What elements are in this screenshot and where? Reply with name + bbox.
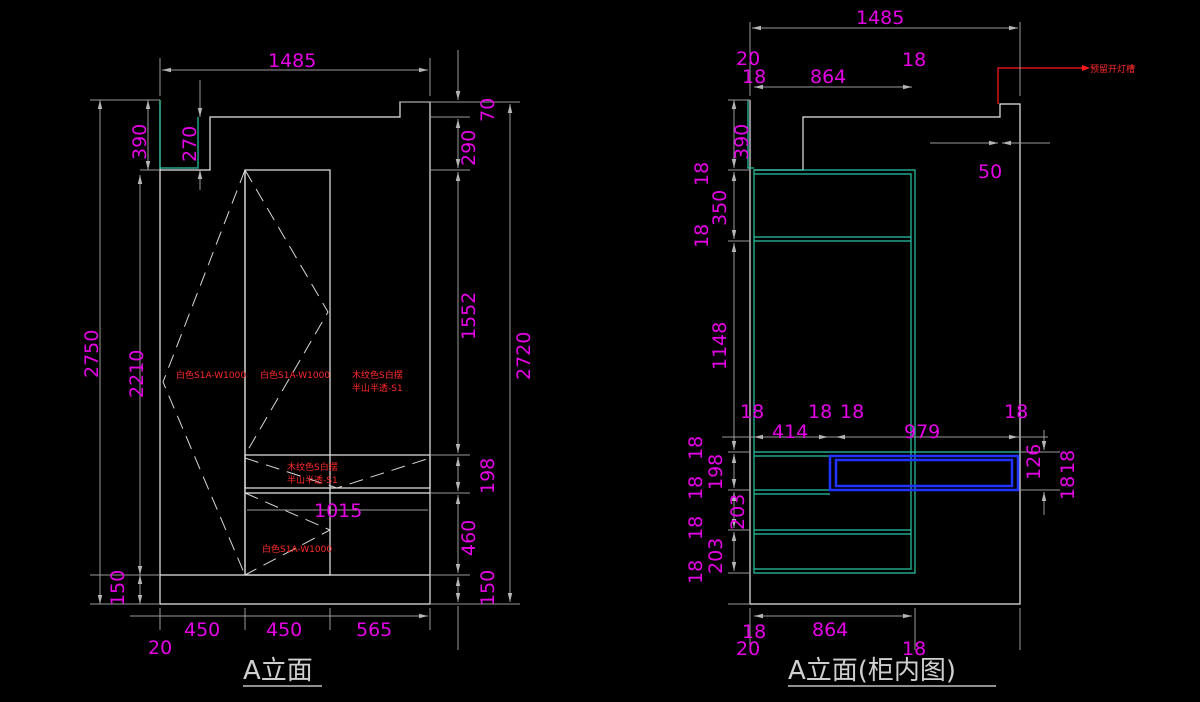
open-label-line2: 半山半透-S1 xyxy=(352,382,403,394)
dim-bottom-450a: 450 xyxy=(184,619,220,641)
dim-right-460: 460 xyxy=(458,520,480,556)
dim-left-2750: 2750 xyxy=(81,330,103,378)
dim-left-150: 150 xyxy=(107,570,129,606)
door-swing-mid xyxy=(244,169,329,456)
dim-r-top-20: 20 xyxy=(736,48,760,70)
right-elevation: 预留开灯槽 50 1485 20 18 864 18 390 18 350 18… xyxy=(685,7,1135,687)
drawer-swing xyxy=(244,492,332,576)
light-slot-note: 预留开灯槽 xyxy=(1090,63,1135,75)
dim-r-bottom-864: 864 xyxy=(812,619,848,641)
dim-r-top-864: 864 xyxy=(810,66,846,88)
door-swing-left xyxy=(162,169,246,576)
dim-gap-50: 50 xyxy=(978,161,1002,183)
open-label-line1: 木纹色S白摆 xyxy=(352,369,403,381)
door3-label: 白色S1A-W1000 xyxy=(262,543,332,555)
dim-mid-18c: 18 xyxy=(840,401,864,423)
dim-top-width: 1485 xyxy=(268,50,316,72)
dim-left-2210: 2210 xyxy=(126,350,148,398)
dim-r-bottom-18b: 18 xyxy=(902,638,926,660)
dim-bottom-20: 20 xyxy=(148,637,172,659)
dim-mid-18a: 18 xyxy=(740,401,764,423)
dim-top-270: 270 xyxy=(179,126,201,162)
dim-right-70: 70 xyxy=(477,98,499,122)
shelf-swing xyxy=(244,457,431,489)
left-top-return xyxy=(159,100,199,169)
shelf-3 xyxy=(754,489,830,495)
dim-bottom-450b: 450 xyxy=(266,619,302,641)
dim-l-198: 198 xyxy=(705,454,727,490)
dim-l-203b: 203 xyxy=(705,538,727,574)
left-elevation: 白色S1A-W1000 白色S1A-W1000 木纹色S白摆 半山半透-S1 木… xyxy=(81,50,535,687)
dim-r-left-18a: 18 xyxy=(691,162,713,186)
dim-r-top-18b: 18 xyxy=(902,49,926,71)
dim-mid-18b: 18 xyxy=(808,401,832,423)
dim-right-198: 198 xyxy=(477,458,499,494)
dim-right-290: 290 xyxy=(458,130,480,166)
shelf-1 xyxy=(754,236,911,242)
dim-r-top-18a: 18 xyxy=(742,66,766,88)
note-leader xyxy=(997,67,1082,104)
interior-carcass xyxy=(753,169,916,574)
right-outline xyxy=(749,100,1021,605)
dim-r-18b: 18 xyxy=(1057,476,1079,500)
door1-label: 白色S1A-W1000 xyxy=(176,369,246,381)
dim-r-126: 126 xyxy=(1023,444,1045,480)
dim-left-390: 390 xyxy=(129,124,151,160)
dim-l-18d: 18 xyxy=(685,560,707,584)
dim-r-18a: 18 xyxy=(1057,450,1079,474)
shelf-label-line1: 木纹色S白摆 xyxy=(287,461,338,473)
dim-right-2720: 2720 xyxy=(513,332,535,380)
dim-l-18b: 18 xyxy=(685,476,707,500)
dim-right-1552: 1552 xyxy=(458,292,480,340)
dim-r-top-width: 1485 xyxy=(856,7,904,29)
door2-label: 白色S1A-W1000 xyxy=(260,369,330,381)
dim-r-bottom-18a: 18 xyxy=(742,621,766,643)
dim-r-left-350: 350 xyxy=(709,190,731,226)
dim-r-left-18b: 18 xyxy=(691,224,713,248)
dim-r-left-390: 390 xyxy=(731,124,753,160)
dim-mid-979: 979 xyxy=(904,421,940,443)
dim-l-18c: 18 xyxy=(685,516,707,540)
dim-r-left-1148: 1148 xyxy=(709,322,731,370)
dim-mid-18d: 18 xyxy=(1004,401,1028,423)
dim-bottom-565: 565 xyxy=(356,619,392,641)
dim-l-203a: 203 xyxy=(727,494,749,530)
dim-l-18a: 18 xyxy=(685,436,707,460)
drawer-box xyxy=(828,454,1020,492)
shelf-4 xyxy=(754,529,911,535)
dim-mid-414: 414 xyxy=(772,421,808,443)
dim-inner-1015: 1015 xyxy=(314,500,362,522)
dim-right-150: 150 xyxy=(477,570,499,606)
left-drawing-title: A立面 xyxy=(243,656,313,686)
shelf-label-line2: 半山半透-S1 xyxy=(287,474,338,486)
right-drawing-title: A立面(柜内图) xyxy=(788,656,956,686)
dim-r-bottom-20: 20 xyxy=(736,638,760,660)
